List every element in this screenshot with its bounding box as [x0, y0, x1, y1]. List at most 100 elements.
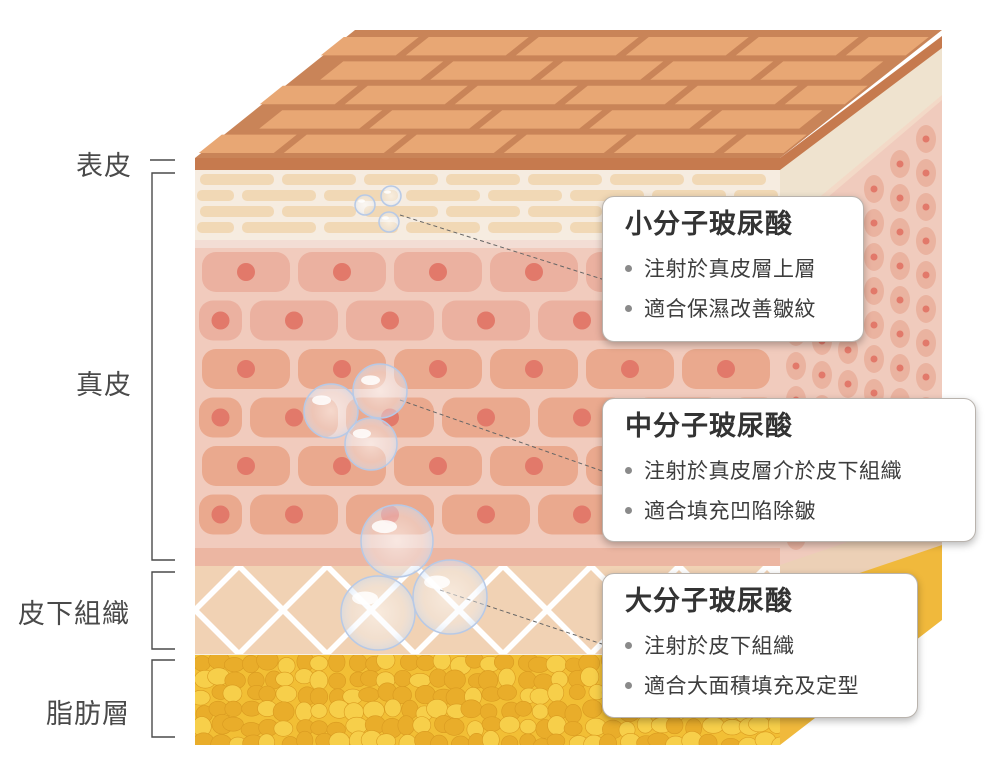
cell-nucleus: [333, 360, 351, 378]
side-nucleus: [896, 364, 904, 372]
side-nucleus: [896, 160, 904, 168]
hyaluronic-bubbles: [303, 185, 488, 651]
epidermis-cell: [364, 174, 438, 185]
callout-medium-molecule: 中分子玻尿酸 注射於真皮層介於皮下組織 適合填充凹陷除皺: [602, 398, 976, 542]
fat-droplet: [272, 701, 295, 722]
fat-droplet: [529, 687, 551, 705]
callout-point: 注射於真皮層上層: [625, 249, 863, 289]
fat-droplet: [412, 716, 432, 735]
side-nucleus: [922, 135, 930, 143]
cell-nucleus: [381, 311, 399, 330]
callout-point: 適合填充凹陷除皺: [625, 491, 975, 531]
fat-droplet: [195, 689, 211, 706]
epidermis-cell: [242, 190, 316, 201]
fat-droplet: [256, 655, 279, 671]
fat-droplet: [281, 736, 299, 745]
cell-nucleus: [211, 408, 230, 427]
label-subcutaneous: 皮下組織: [18, 599, 130, 630]
connective-tissue: [507, 614, 587, 654]
side-nucleus: [896, 296, 904, 304]
side-nucleus: [818, 371, 826, 379]
side-nucleus: [792, 362, 800, 370]
side-nucleus: [896, 194, 904, 202]
fat-droplet: [258, 733, 276, 745]
fat-droplet: [582, 699, 603, 718]
callout-title: 中分子玻尿酸: [625, 411, 793, 442]
fat-droplet: [531, 703, 549, 720]
hyaluronic-bubble: [378, 211, 400, 233]
fat-droplet: [328, 672, 346, 690]
cell-nucleus: [211, 505, 230, 524]
skin-tile: [320, 61, 444, 80]
fat-droplet: [393, 669, 412, 687]
hyaluronic-bubble: [354, 194, 376, 216]
skin-tile: [369, 110, 493, 129]
cell-nucleus: [573, 505, 591, 524]
fat-droplet: [720, 737, 741, 745]
skin-tile: [405, 37, 529, 56]
epidermis-top-face: [195, 30, 942, 170]
bubble-highlight: [352, 591, 378, 605]
epidermis-cell: [528, 206, 602, 217]
cell-nucleus: [477, 311, 495, 330]
bullet-dot-icon: [625, 681, 632, 689]
side-nucleus: [922, 305, 930, 313]
bullet-dot-icon: [625, 304, 632, 312]
epidermis-cell: [200, 174, 274, 185]
fat-droplet: [376, 733, 396, 745]
side-nucleus: [922, 373, 930, 381]
fat-droplet: [568, 684, 586, 700]
side-nucleus: [922, 203, 930, 211]
fat-droplet: [518, 671, 537, 690]
callout-point: 適合大面積填充及定型: [625, 666, 917, 706]
side-nucleus: [870, 355, 878, 363]
fat-droplet: [482, 730, 500, 745]
label-fat: 脂肪層: [46, 699, 130, 730]
side-nucleus: [870, 321, 878, 329]
fat-droplet: [450, 735, 470, 745]
side-nucleus: [844, 346, 852, 354]
skin-tile: [198, 134, 297, 153]
bullet-dot-icon: [625, 466, 632, 474]
fat-droplet: [397, 715, 415, 736]
callout-point: 注射於皮下組織: [625, 626, 917, 666]
fat-droplet: [309, 655, 329, 672]
cell-nucleus: [237, 360, 255, 378]
fat-droplet: [443, 669, 466, 690]
fat-droplet: [514, 700, 532, 717]
connective-tissue: [243, 614, 323, 654]
cell-nucleus: [333, 457, 351, 475]
hyaluronic-bubble: [344, 417, 398, 471]
bullet-dot-icon: [625, 506, 632, 514]
fat-droplet: [349, 655, 368, 672]
skin-tile: [515, 37, 639, 56]
fat-droplet: [277, 657, 296, 675]
hyaluronic-bubble: [380, 185, 402, 207]
fat-droplet: [460, 699, 483, 719]
fat-droplet: [545, 655, 567, 674]
fat-droplet: [310, 703, 328, 719]
fat-droplet: [328, 655, 346, 673]
fat-droplet: [754, 731, 776, 745]
cell-nucleus: [717, 360, 735, 378]
epidermis-cell: [446, 174, 520, 185]
hyaluronic-bubble: [352, 363, 408, 419]
fat-droplet: [497, 684, 517, 701]
skin-tile: [784, 85, 868, 105]
epidermis-cell: [446, 206, 520, 217]
epidermis-cell: [610, 174, 684, 185]
fat-droplet: [258, 685, 276, 703]
skin-tile: [344, 85, 468, 105]
skin-tile: [589, 110, 713, 129]
cell-nucleus: [573, 311, 591, 330]
side-nucleus: [922, 271, 930, 279]
bubble-highlight: [371, 520, 397, 534]
connective-tissue: [195, 614, 235, 654]
side-nucleus: [922, 169, 930, 177]
cell-nucleus: [429, 263, 447, 281]
cell-nucleus: [285, 311, 303, 330]
fat-droplet: [398, 734, 417, 745]
fat-droplet: [429, 734, 449, 745]
fat-droplet: [546, 733, 566, 745]
fat-droplet: [771, 736, 780, 745]
